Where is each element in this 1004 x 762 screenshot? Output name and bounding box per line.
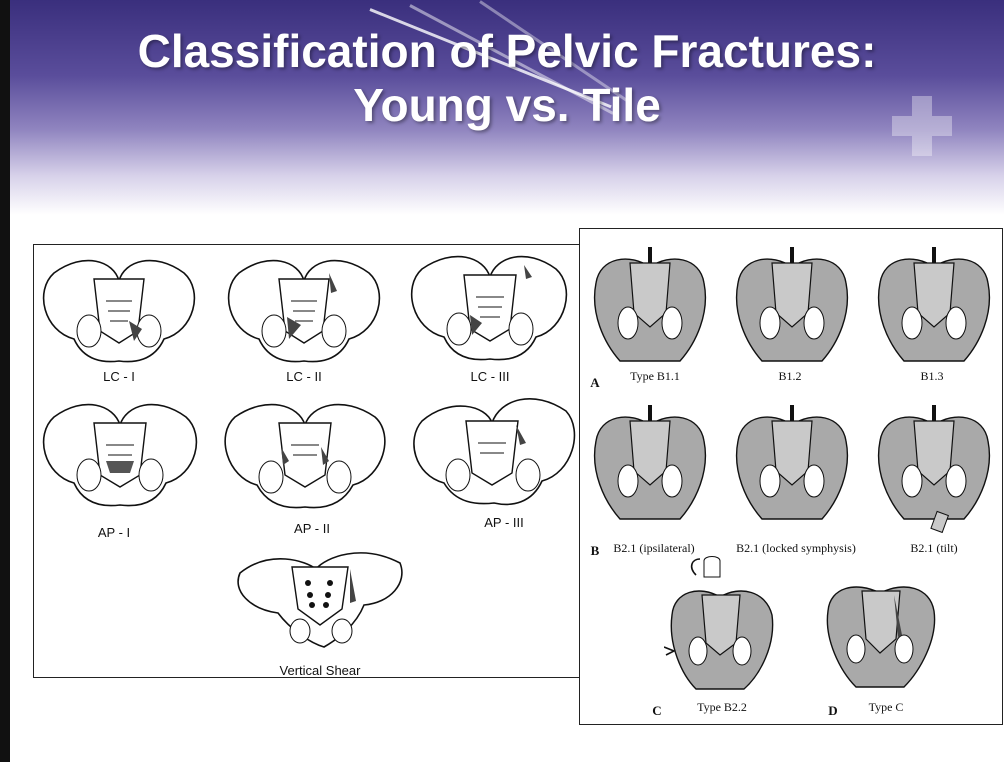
young-label: Vertical Shear [260,663,380,678]
young-label: LC - I [79,369,159,384]
tile-b13-figure [870,243,998,369]
slide-left-border [0,0,10,762]
pelvis-ap3-figure [408,391,580,513]
young-label: AP - II [272,521,352,536]
tile-label: B2.1 (ipsilateral) [604,541,704,556]
tile-b21-locked-figure [728,401,856,531]
young-label: LC - III [450,369,530,384]
tile-label: Type B2.2 [684,700,760,715]
pelvis-ap2-figure [219,395,391,515]
tile-label: Type C [856,700,916,715]
young-label: LC - II [264,369,344,384]
young-burgess-panel: LC - I LC - II LC - III AP - I AP - II [33,244,581,678]
row-letter: B [588,543,602,559]
row-letter: C [650,703,664,719]
tile-panel: Type B1.1 B1.2 B1.3 A B2.1 (ipsilateral)… [579,228,1003,725]
young-label: AP - III [464,515,544,530]
tile-label: B1.2 [760,369,820,384]
tile-b22-figure [664,555,784,695]
pelvis-vertical-shear-figure [230,543,408,661]
tile-label: B2.1 (locked symphysis) [726,541,866,556]
slide-title: Classification of Pelvic Fractures: Youn… [10,24,1004,132]
pelvis-lc3-figure [404,245,576,369]
tile-label: Type B1.1 [610,369,700,384]
tile-b21-tilt-figure [870,401,998,535]
tile-c-figure [820,575,942,691]
tile-b21-ipsilateral-figure [586,401,714,531]
pelvis-ap1-figure [34,395,206,513]
medical-cross-icon [892,96,952,156]
pelvis-lc2-figure [219,251,389,369]
tile-label: B1.3 [902,369,962,384]
tile-b12-figure [728,243,856,369]
row-letter: A [588,375,602,391]
slide-title-line1: Classification of Pelvic Fractures: [10,24,1004,78]
young-label: AP - I [74,525,154,540]
tile-label: B2.1 (tilt) [904,541,964,556]
pelvis-lc1-figure [34,251,204,369]
row-letter: D [826,703,840,719]
tile-b11-figure [586,243,714,369]
slide-title-line2: Young vs. Tile [10,78,1004,132]
